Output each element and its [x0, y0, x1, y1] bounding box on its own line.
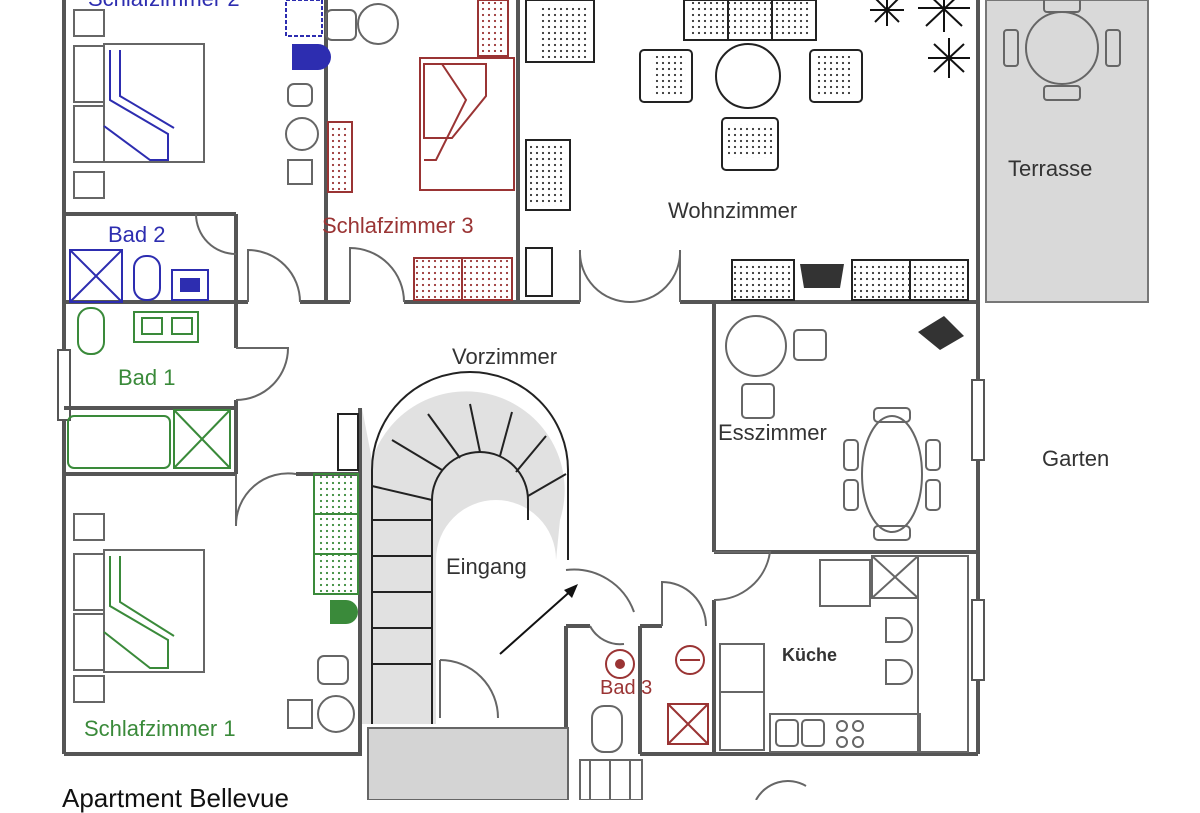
windows	[57, 349, 985, 681]
kitchen-fixtures	[719, 555, 969, 753]
spiral-staircase	[337, 371, 569, 724]
plant-icon	[870, 0, 970, 78]
terrace-table	[1003, 0, 1121, 101]
label-esszimmer: Esszimmer	[718, 420, 827, 445]
bedroom-3-furniture	[327, 0, 515, 301]
label-bad-3: Bad 3	[600, 677, 653, 699]
dining-room-furniture	[725, 315, 964, 541]
label-bad-1: Bad 1	[118, 365, 176, 390]
bath-3-fixtures	[591, 645, 709, 753]
bath-1-fixtures	[67, 307, 231, 469]
label-kueche: Küche	[782, 645, 838, 665]
label-bad-2: Bad 2	[108, 222, 166, 247]
outer-walls	[62, 0, 980, 756]
entrance-steps	[579, 759, 643, 801]
interior-walls	[64, 212, 978, 754]
entrance-arrow	[499, 584, 578, 655]
label-garten: Garten	[1042, 446, 1110, 471]
bedroom-1-furniture	[73, 473, 359, 733]
label-vorzimmer: Vorzimmer	[452, 344, 558, 369]
doors	[195, 213, 772, 719]
plan-title: Apartment Bellevue	[62, 783, 289, 813]
label-schlafzimmer-3: Schlafzimmer 3	[322, 213, 474, 238]
label-wohnzimmer: Wohnzimmer	[668, 198, 798, 223]
label-eingang: Eingang	[446, 554, 527, 579]
bedroom-2-furniture	[73, 0, 399, 199]
label-schlafzimmer-2: Schlafzimmer 2	[88, 0, 240, 10]
entrance-landing	[367, 727, 569, 801]
label-terrasse: Terrasse	[1008, 156, 1093, 181]
garden-tree	[755, 780, 807, 801]
label-schlafzimmer-1: Schlafzimmer 1	[84, 716, 236, 741]
living-room-furniture	[525, 0, 970, 301]
terrace-area	[985, 0, 1149, 303]
bath-2-fixtures	[69, 249, 209, 303]
